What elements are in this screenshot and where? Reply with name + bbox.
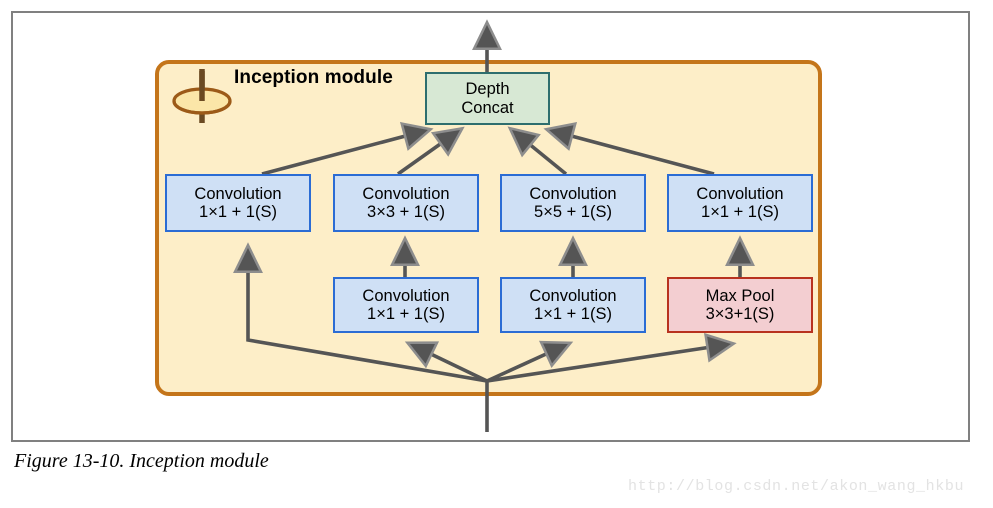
node-label-line1: Convolution [194, 184, 282, 203]
node-label-line2: 3×3+1(S) [705, 305, 775, 323]
node-label-line2: 1×1 + 1(S) [701, 203, 779, 221]
node-label-line2: 3×3 + 1(S) [367, 203, 445, 221]
node-max-pool[interactable]: Max Pool 3×3+1(S) [667, 277, 813, 333]
node-label-line1: Depth [465, 80, 510, 99]
node-label-line2: 1×1 + 1(S) [199, 203, 277, 221]
node-label-line2: 1×1 + 1(S) [367, 305, 445, 323]
node-conv-5x5[interactable]: Convolution 5×5 + 1(S) [500, 174, 646, 232]
node-label-line1: Convolution [696, 184, 784, 203]
node-depth-concat[interactable]: Depth Concat [425, 72, 550, 125]
node-label-line2: 1×1 + 1(S) [534, 305, 612, 323]
node-label-line2: Concat [461, 98, 514, 117]
watermark-url: http://blog.csdn.net/akon_wang_hkbu [628, 478, 965, 495]
module-title-line1: Inception [234, 67, 320, 88]
node-conv-1x1-b[interactable]: Convolution 1×1 + 1(S) [333, 277, 479, 333]
node-conv-3x3[interactable]: Convolution 3×3 + 1(S) [333, 174, 479, 232]
node-label-line2: 5×5 + 1(S) [534, 203, 612, 221]
node-label-line1: Convolution [362, 286, 450, 305]
node-conv-1x1-a[interactable]: Convolution 1×1 + 1(S) [165, 174, 311, 232]
spinning-top-icon [172, 69, 232, 123]
node-conv-1x1-d[interactable]: Convolution 1×1 + 1(S) [667, 174, 813, 232]
module-title-line2: module [324, 67, 393, 88]
node-label-line1: Convolution [362, 184, 450, 203]
figure-caption: Figure 13-10. Inception module [14, 450, 269, 472]
node-label-line1: Convolution [529, 184, 617, 203]
node-conv-1x1-c[interactable]: Convolution 1×1 + 1(S) [500, 277, 646, 333]
node-label-line1: Convolution [529, 286, 617, 305]
module-title: Inception module [234, 66, 393, 89]
node-label-line1: Max Pool [705, 286, 775, 305]
